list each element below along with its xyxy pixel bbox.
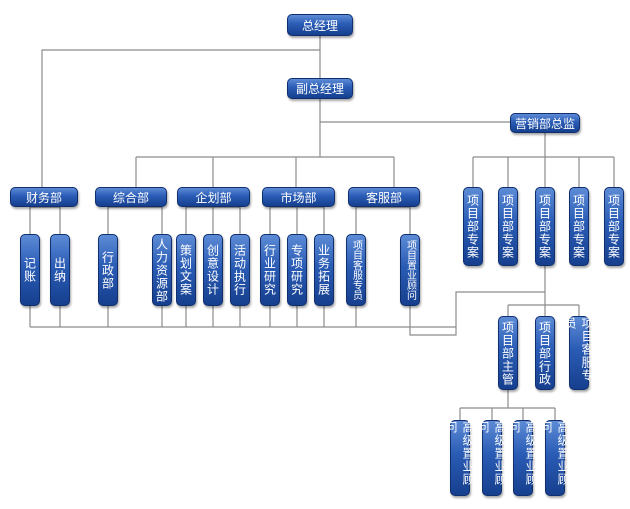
unit-cashier-label: 出纳	[52, 257, 67, 283]
project-manager-box: 项目部主管	[498, 316, 518, 390]
project-specialist-4-label: 项目部专案	[571, 194, 586, 259]
unit-special-research-label: 专项研究	[289, 244, 304, 296]
unit-bookkeeping-box: 记账	[20, 234, 40, 306]
project-cs-specialist-box: 项目客服专员	[563, 316, 594, 390]
unit-copywriting-label: 策划文案	[178, 244, 193, 296]
unit-property-consultant-label: 项目置业顾问	[404, 240, 416, 300]
dept-finance-label: 财务部	[25, 190, 62, 205]
senior-consultant-2-box: 高级置业顾问	[476, 420, 507, 496]
unit-industry-research-box: 行业研究	[260, 234, 280, 306]
dept-general-label: 综合部	[112, 190, 149, 205]
unit-copywriting-box: 策划文案	[176, 234, 196, 306]
senior-consultant-2-label: 高级置业顾问	[476, 421, 507, 486]
unit-cashier-box: 出纳	[50, 234, 70, 306]
unit-business-development-box: 业务拓展	[314, 234, 334, 306]
project-specialist-1-box: 项目部专案	[463, 187, 483, 266]
dept-market-label: 市场部	[280, 190, 317, 205]
dept-customer-label: 客服部	[365, 190, 402, 205]
unit-business-development-label: 业务拓展	[316, 244, 331, 296]
unit-project-cs-label: 项目客服专员	[350, 240, 362, 300]
senior-consultant-1-label: 高级置业顾问	[444, 421, 475, 486]
unit-industry-research-label: 行业研究	[262, 244, 277, 296]
dept-planning-label: 企划部	[195, 190, 232, 205]
senior-consultant-4-box: 高级置业顾问	[539, 420, 570, 496]
project-manager-label: 项目部主管	[500, 320, 515, 386]
dept-market-box: 市场部	[262, 187, 335, 207]
unit-admin-box: 行政部	[98, 234, 118, 306]
dept-finance-box: 财务部	[10, 187, 78, 207]
project-specialist-4-box: 项目部专案	[569, 187, 589, 266]
project-cs-specialist-label: 项目客服专员	[563, 317, 594, 382]
unit-project-cs-box: 项目客服专员	[346, 234, 366, 306]
project-specialist-2-box: 项目部专案	[498, 187, 518, 266]
dept-planning-box: 企划部	[177, 187, 250, 207]
senior-consultant-1-box: 高级置业顾问	[444, 420, 475, 496]
dept-general-box: 综合部	[95, 187, 167, 207]
unit-bookkeeping-label: 记账	[22, 257, 37, 283]
unit-event-execution-label: 活动执行	[232, 244, 247, 296]
unit-hr-box: 人力资源部	[152, 234, 172, 306]
general-manager-box: 总经理	[287, 14, 353, 36]
project-admin-box: 项目部行政	[535, 316, 555, 390]
project-specialist-5-box: 项目部专案	[604, 187, 624, 266]
unit-creative-design-box: 创意设计	[203, 234, 223, 306]
senior-consultant-3-box: 高级置业顾问	[507, 420, 538, 496]
sales-director-box: 营销部总监	[510, 113, 580, 133]
unit-event-execution-box: 活动执行	[230, 234, 250, 306]
unit-special-research-box: 专项研究	[287, 234, 307, 306]
general-manager-label: 总经理	[301, 18, 338, 33]
deputy-general-manager-label: 副总经理	[295, 82, 344, 96]
unit-creative-design-label: 创意设计	[205, 244, 220, 296]
project-specialist-3-box: 项目部专案	[535, 187, 555, 266]
project-specialist-2-label: 项目部专案	[500, 194, 515, 259]
unit-admin-label: 行政部	[100, 250, 115, 290]
senior-consultant-4-label: 高级置业顾问	[539, 421, 570, 486]
dept-customer-box: 客服部	[348, 187, 420, 207]
unit-hr-label: 人力资源部	[154, 237, 169, 303]
project-specialist-3-label: 项目部专案	[537, 194, 552, 259]
project-specialist-5-label: 项目部专案	[606, 194, 621, 259]
unit-property-consultant-box: 项目置业顾问	[400, 234, 420, 306]
sales-director-label: 营销部总监	[514, 116, 575, 131]
senior-consultant-3-label: 高级置业顾问	[507, 421, 538, 486]
project-admin-label: 项目部行政	[537, 320, 552, 386]
deputy-general-manager-box: 副总经理	[287, 78, 353, 99]
project-specialist-1-label: 项目部专案	[465, 194, 480, 259]
